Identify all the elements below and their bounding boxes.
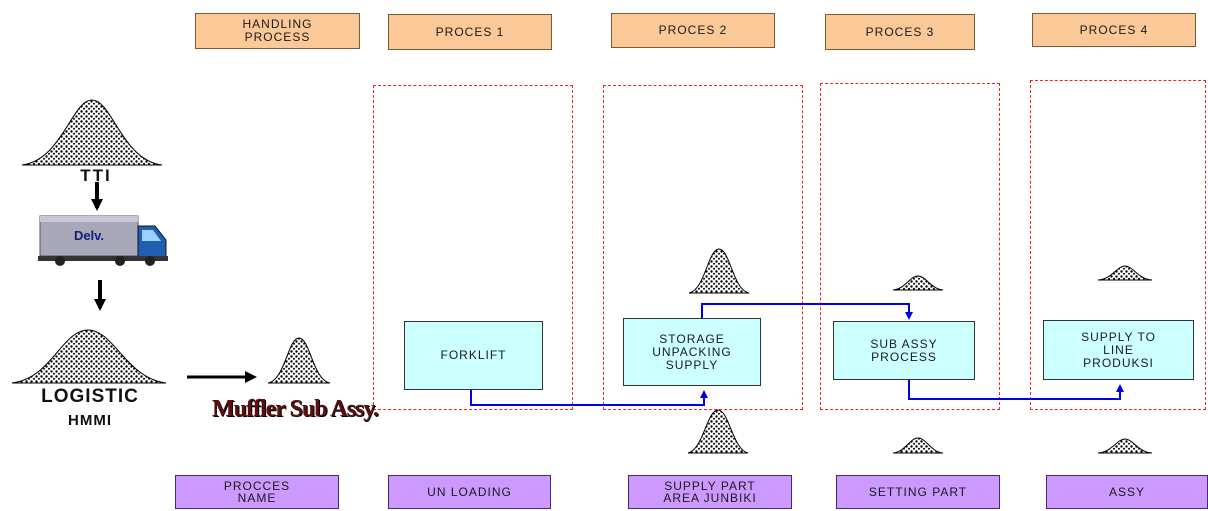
distribution-curve-p4-top xyxy=(1098,266,1152,280)
logistic-label: LOGISTIC xyxy=(10,386,170,408)
distribution-curve-p3-top xyxy=(893,276,943,290)
distribution-curve-p3-bottom xyxy=(893,438,943,453)
flow-arrow-forklift-to-storage xyxy=(471,390,704,405)
name-setting-part: SETTING PART xyxy=(836,475,1000,509)
process-box-forklift: FORKLIFT xyxy=(404,321,543,390)
process-box-supply: SUPPLY TO LINE PRODUKSI xyxy=(1043,320,1194,380)
distribution-curves xyxy=(12,100,1152,453)
name-un-loading: UN LOADING xyxy=(388,475,551,509)
flow-arrow-subassy-to-supply xyxy=(909,380,1120,399)
distribution-curve-logistic xyxy=(12,330,166,383)
process-box-storage: STORAGE UNPACKING SUPPLY xyxy=(623,318,761,386)
name-procces-name: PROCCES NAME xyxy=(175,475,339,509)
hmmi-label: HMMI xyxy=(40,412,140,429)
process-box-subassy: SUB ASSY PROCESS xyxy=(833,321,975,380)
muffler-sub-assy-label: Muffler Sub Assy. xyxy=(212,396,372,423)
distribution-curve-p2-bottom xyxy=(688,410,748,453)
truck-label: Delv. xyxy=(48,228,130,243)
tti-label: TTI xyxy=(60,166,132,186)
distribution-curve-tti xyxy=(22,100,162,165)
name-assy: ASSY xyxy=(1046,475,1208,509)
distribution-curve-handling xyxy=(268,338,330,383)
distribution-curve-p2-top xyxy=(689,249,749,293)
name-supply-part: SUPPLY PART AREA JUNBIKI xyxy=(628,475,792,509)
distribution-curve-p4-bottom xyxy=(1098,439,1152,453)
flow-arrow-storage-to-subassy xyxy=(702,304,909,318)
